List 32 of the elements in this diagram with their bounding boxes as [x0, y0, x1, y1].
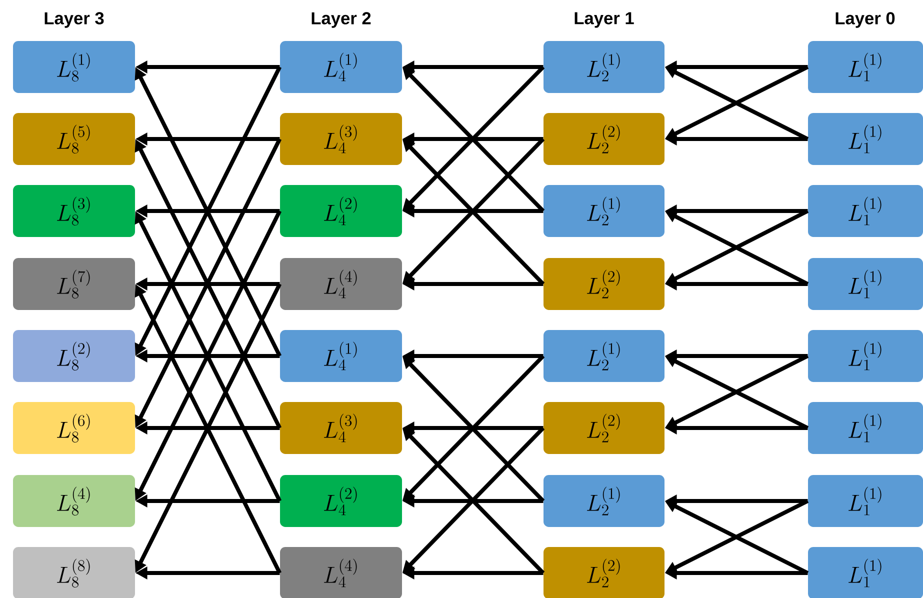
layer-box: $L_1^{(1)}$ [808, 475, 923, 527]
layer-box: $L_8^{(7)}$ [13, 258, 135, 310]
layer-box: $L_4^{(4)}$ [280, 547, 402, 598]
layer-box: $L_4^{(1)}$ [280, 41, 402, 93]
layer-box: $L_4^{(2)}$ [280, 475, 402, 527]
layer-box: $L_4^{(2)}$ [280, 185, 402, 237]
layer-box: $L_8^{(1)}$ [13, 41, 135, 93]
layer-box: $L_1^{(1)}$ [808, 547, 923, 598]
layer-box: $L_2^{(1)}$ [544, 185, 664, 237]
layer-box: $L_8^{(8)}$ [13, 547, 135, 598]
layer-box: $L_2^{(2)}$ [544, 258, 664, 310]
layer-box: $L_1^{(1)}$ [808, 402, 923, 454]
layer-box: $L_8^{(2)}$ [13, 330, 135, 382]
layer-box: $L_4^{(3)}$ [280, 113, 402, 165]
layer-box: $L_8^{(4)}$ [13, 475, 135, 527]
layer-box: $L_4^{(4)}$ [280, 258, 402, 310]
layer-box: $L_4^{(3)}$ [280, 402, 402, 454]
layer-box: $L_1^{(1)}$ [808, 258, 923, 310]
layer-box: $L_1^{(1)}$ [808, 41, 923, 93]
layer-box: $L_2^{(1)}$ [544, 41, 664, 93]
layer-box: $L_2^{(1)}$ [544, 330, 664, 382]
layer-box: $L_1^{(1)}$ [808, 330, 923, 382]
layer-box: $L_4^{(1)}$ [280, 330, 402, 382]
layer-box: $L_1^{(1)}$ [808, 185, 923, 237]
layer-box: $L_8^{(3)}$ [13, 185, 135, 237]
layer-box: $L_2^{(2)}$ [544, 113, 664, 165]
layer-box: $L_2^{(1)}$ [544, 475, 664, 527]
layer-box: $L_2^{(2)}$ [544, 547, 664, 598]
layer-box: $L_2^{(2)}$ [544, 402, 664, 454]
layer-box: $L_8^{(6)}$ [13, 402, 135, 454]
layer-box: $L_1^{(1)}$ [808, 113, 923, 165]
layer-box: $L_8^{(5)}$ [13, 113, 135, 165]
